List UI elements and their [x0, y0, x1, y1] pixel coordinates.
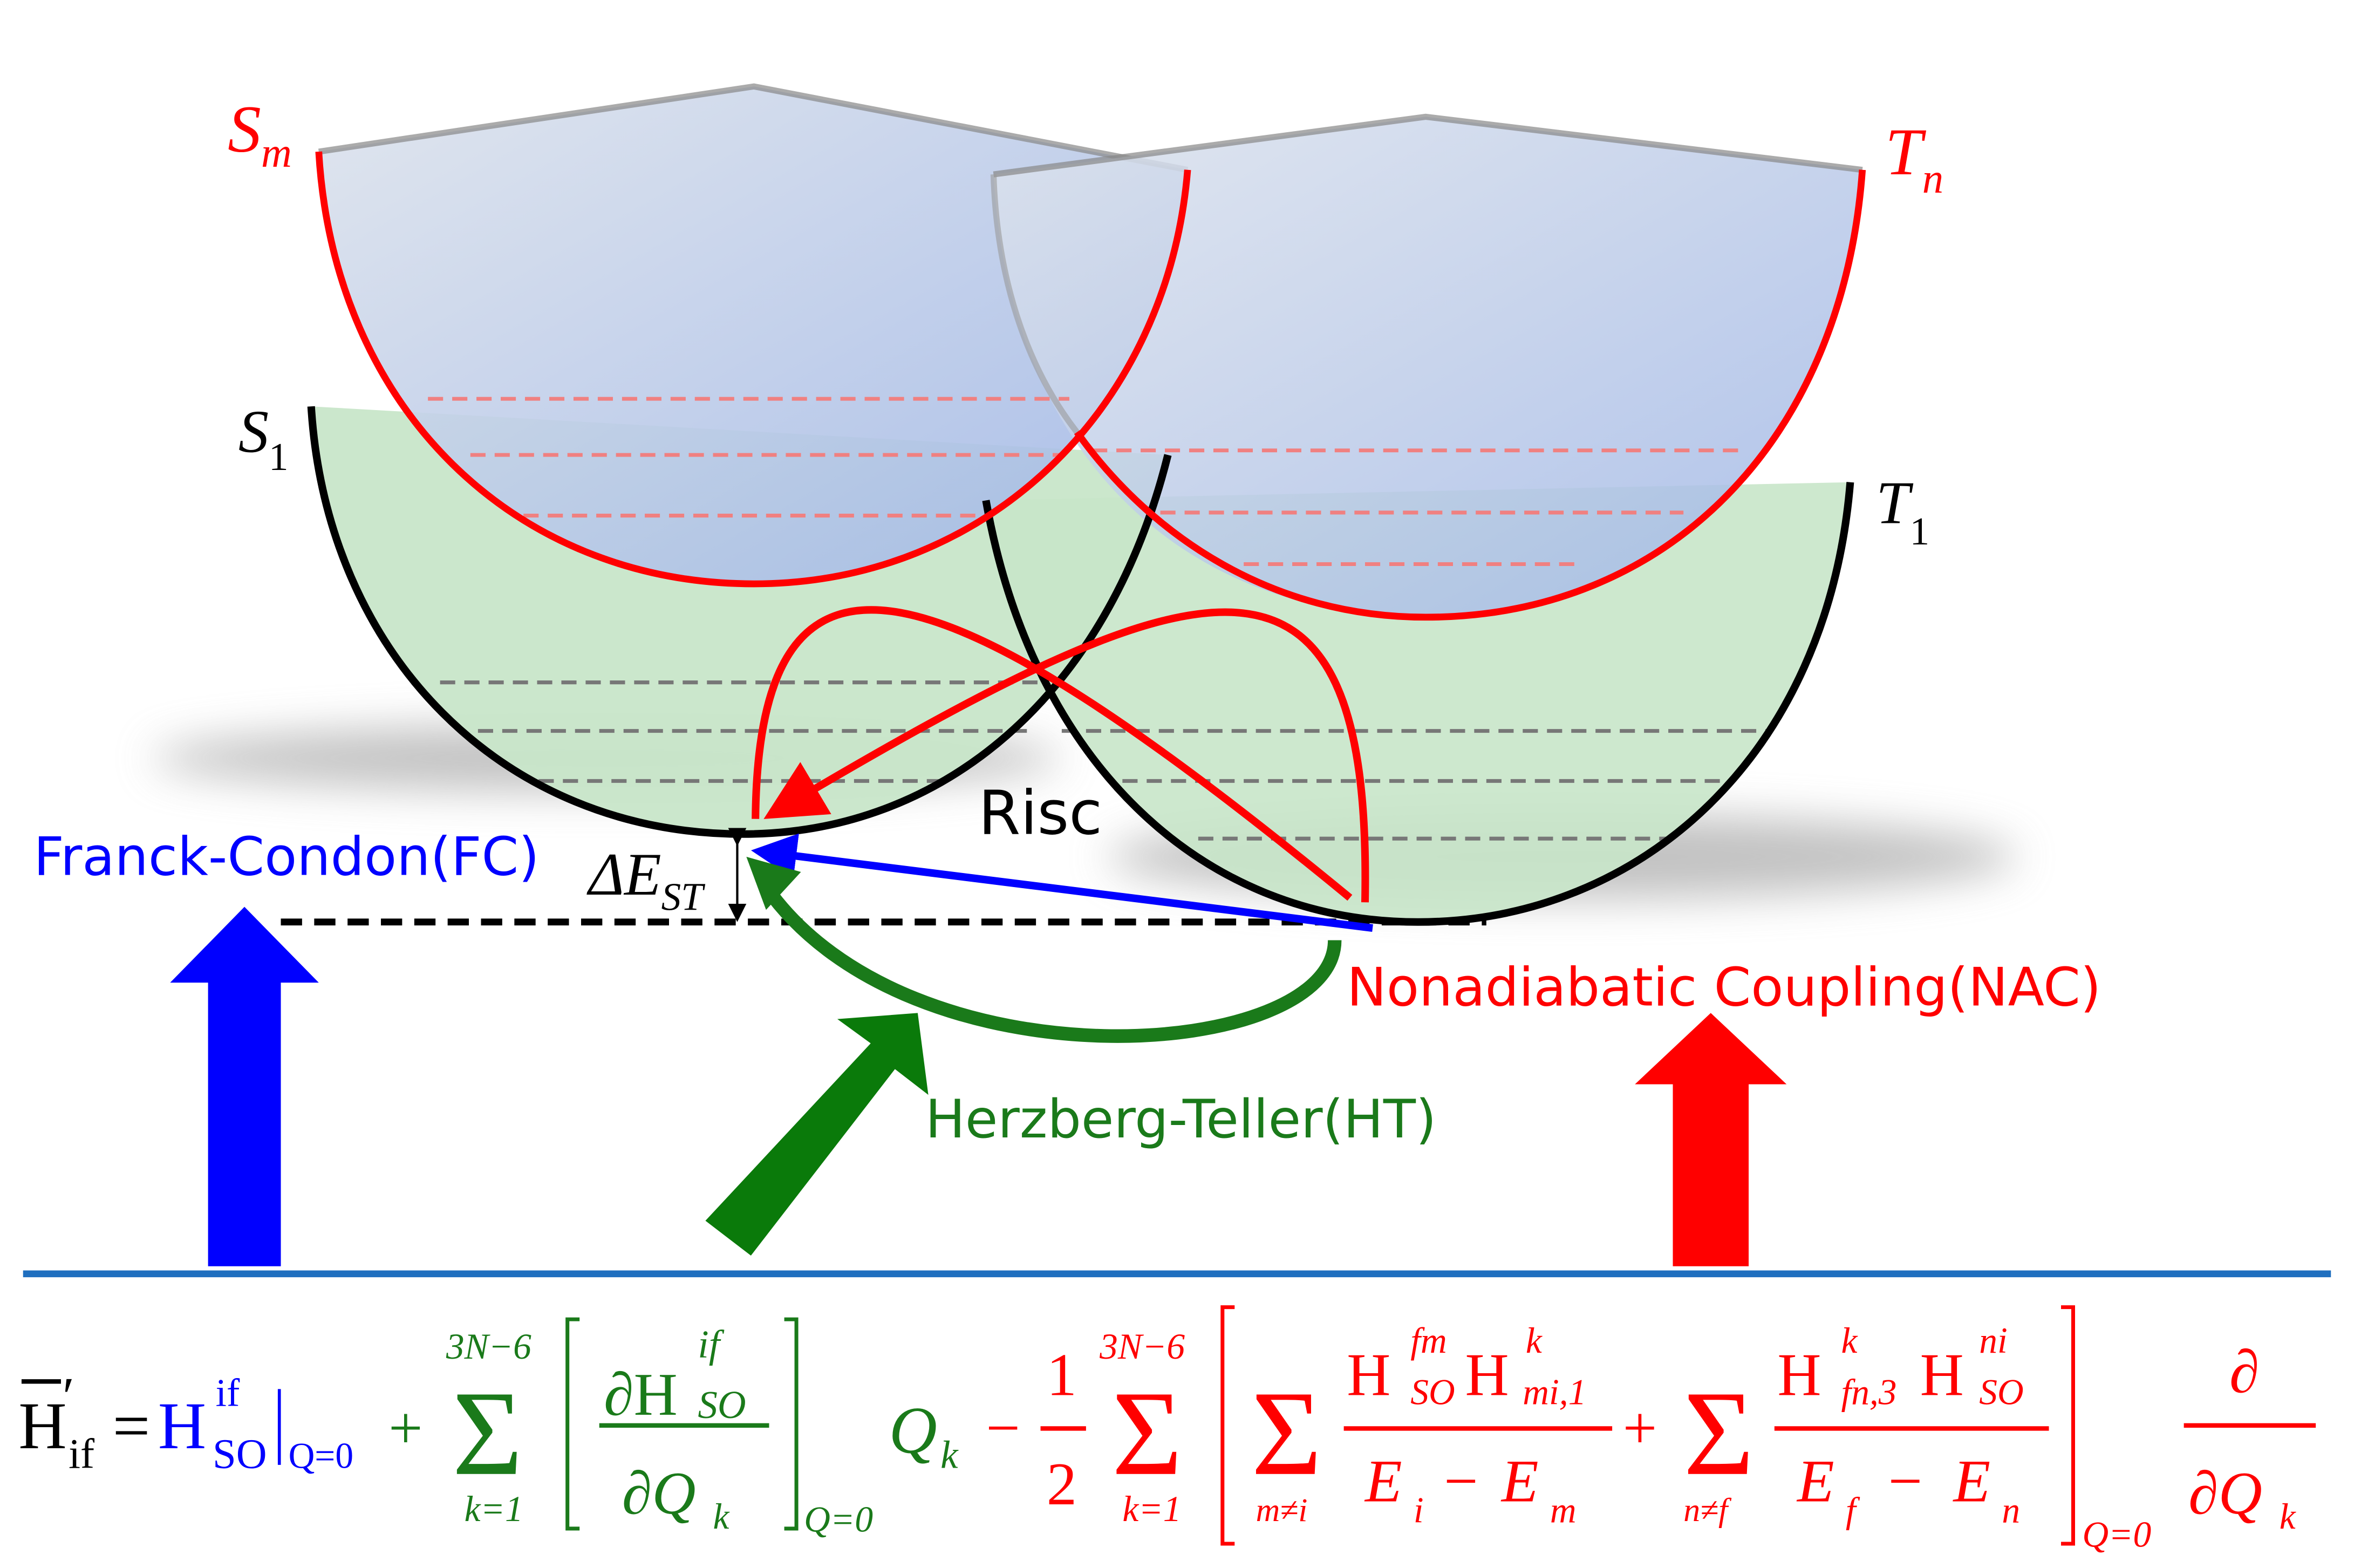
svg-text:f: f	[1846, 1490, 1860, 1531]
delta-est-label: ΔEST	[586, 841, 705, 918]
sm-top-edge	[318, 83, 1189, 173]
sm-vibrational-levels	[428, 397, 1069, 518]
svg-text:Q=0: Q=0	[804, 1499, 873, 1540]
svg-text:∂: ∂	[2229, 1339, 2260, 1406]
svg-text:Σ: Σ	[1112, 1366, 1183, 1501]
svg-text:H: H	[158, 1389, 206, 1463]
nac-label: Nonadiabatic Coupling(NAC)	[1347, 957, 2101, 1018]
state-label-sm: Sm	[228, 92, 292, 176]
fc-label: Franck-Condon(FC)	[33, 827, 539, 888]
svg-text:k: k	[1841, 1320, 1858, 1361]
tn-vibrational-levels	[1092, 448, 1744, 566]
svg-text:−: −	[986, 1395, 1020, 1462]
state-label-s1: S1	[238, 399, 289, 479]
svg-text:−: −	[1444, 1448, 1478, 1515]
svg-text:mi,1: mi,1	[1523, 1372, 1586, 1412]
equation-lhs: H ′ if =	[18, 1366, 150, 1477]
tn-curve-faint	[990, 174, 1080, 434]
svg-text:∂Q: ∂Q	[2188, 1460, 2262, 1527]
svg-text:H: H	[1465, 1342, 1509, 1409]
svg-text:H: H	[1920, 1342, 1964, 1409]
svg-text:SO: SO	[1410, 1372, 1455, 1412]
svg-text:H: H	[1347, 1342, 1390, 1409]
svg-text:k: k	[713, 1496, 730, 1537]
equation-nac-term: − 1 2 Σ 3N−6 k=1 Σ m≠i H fm SO H k mi,1 …	[986, 1305, 2316, 1555]
svg-text:k: k	[1526, 1320, 1543, 1361]
fc-big-arrow	[170, 906, 319, 1266]
svg-text:k=1: k=1	[1122, 1489, 1181, 1529]
svg-text:+: +	[1623, 1395, 1657, 1462]
ht-curved-arrow-head	[746, 856, 801, 910]
sm-curve	[315, 151, 1191, 588]
svg-text:=: =	[113, 1389, 151, 1463]
sm-well-fill	[318, 86, 1188, 584]
svg-text:Σ: Σ	[452, 1366, 523, 1501]
svg-text:n≠f: n≠f	[1683, 1492, 1732, 1529]
svg-text:k=1: k=1	[465, 1489, 523, 1529]
svg-text:i: i	[1414, 1490, 1424, 1531]
svg-text:k: k	[2280, 1496, 2296, 1537]
svg-text:if: if	[216, 1371, 240, 1414]
ht-big-arrow	[705, 1013, 929, 1256]
svg-text:Σ: Σ	[1251, 1366, 1322, 1501]
svg-text:+: +	[388, 1395, 422, 1462]
risc-arrow-lower[interactable]	[752, 606, 1353, 901]
state-label-t1: T1	[1876, 470, 1929, 553]
tn-top-edge	[993, 113, 1863, 178]
svg-text:k: k	[940, 1433, 959, 1477]
svg-text:Q=0: Q=0	[289, 1436, 353, 1476]
svg-text:H: H	[1777, 1342, 1821, 1409]
svg-text:fn,3: fn,3	[1841, 1372, 1896, 1412]
svg-text:SO: SO	[1979, 1372, 2023, 1412]
t1-well-fill	[986, 482, 1851, 922]
risc-label: Risc	[978, 778, 1102, 849]
svg-text:E: E	[1796, 1448, 1834, 1515]
equation-fc-term: H if SO Q=0	[158, 1371, 353, 1477]
svg-text:−: −	[1888, 1448, 1922, 1515]
svg-text:m: m	[1550, 1490, 1577, 1531]
s1-vibrational-levels	[440, 680, 1047, 783]
svg-text:m≠i: m≠i	[1256, 1492, 1308, 1529]
ht-label: Herzberg-Teller(HT)	[925, 1089, 1436, 1150]
nac-big-arrow	[1635, 1013, 1787, 1266]
equation: H ′ if = H if SO Q=0 + Σ 3N−6 k=1 ∂H if …	[18, 1305, 2316, 1555]
svg-text:E: E	[1500, 1448, 1539, 1515]
state-label-tn: Tn	[1885, 115, 1943, 202]
fc-transfer-arrow[interactable]	[750, 833, 1373, 932]
svg-text:if: if	[698, 1322, 724, 1366]
svg-text:SO: SO	[698, 1383, 746, 1427]
tn-curve	[1074, 169, 1866, 621]
svg-text:′: ′	[63, 1366, 74, 1427]
svg-text:Q=0: Q=0	[2082, 1515, 2151, 1555]
svg-text:H: H	[18, 1389, 66, 1463]
svg-text:fm: fm	[1410, 1320, 1446, 1361]
svg-text:1: 1	[1047, 1342, 1077, 1409]
svg-text:∂H: ∂H	[604, 1361, 678, 1428]
svg-text:n: n	[2002, 1490, 2020, 1531]
svg-text:E: E	[1952, 1448, 1990, 1515]
svg-text:∂Q: ∂Q	[622, 1460, 696, 1527]
svg-text:E: E	[1364, 1448, 1402, 1515]
svg-text:Σ: Σ	[1683, 1366, 1754, 1501]
equation-ht-term: + Σ 3N−6 k=1 ∂H if SO ∂Q k Q=0 Q k	[388, 1317, 959, 1540]
ht-curved-arrow[interactable]	[760, 883, 1342, 1043]
svg-text:if: if	[69, 1431, 95, 1478]
svg-text:3N−6: 3N−6	[1099, 1326, 1185, 1367]
svg-text:2: 2	[1047, 1451, 1077, 1518]
tn-well-fill	[993, 117, 1862, 617]
risc-arrow-upper[interactable]	[763, 608, 1369, 903]
svg-text:SO: SO	[213, 1431, 267, 1478]
svg-text:ni: ni	[1979, 1320, 2007, 1361]
svg-text:Q: Q	[889, 1393, 937, 1467]
svg-text:3N−6: 3N−6	[446, 1326, 531, 1367]
